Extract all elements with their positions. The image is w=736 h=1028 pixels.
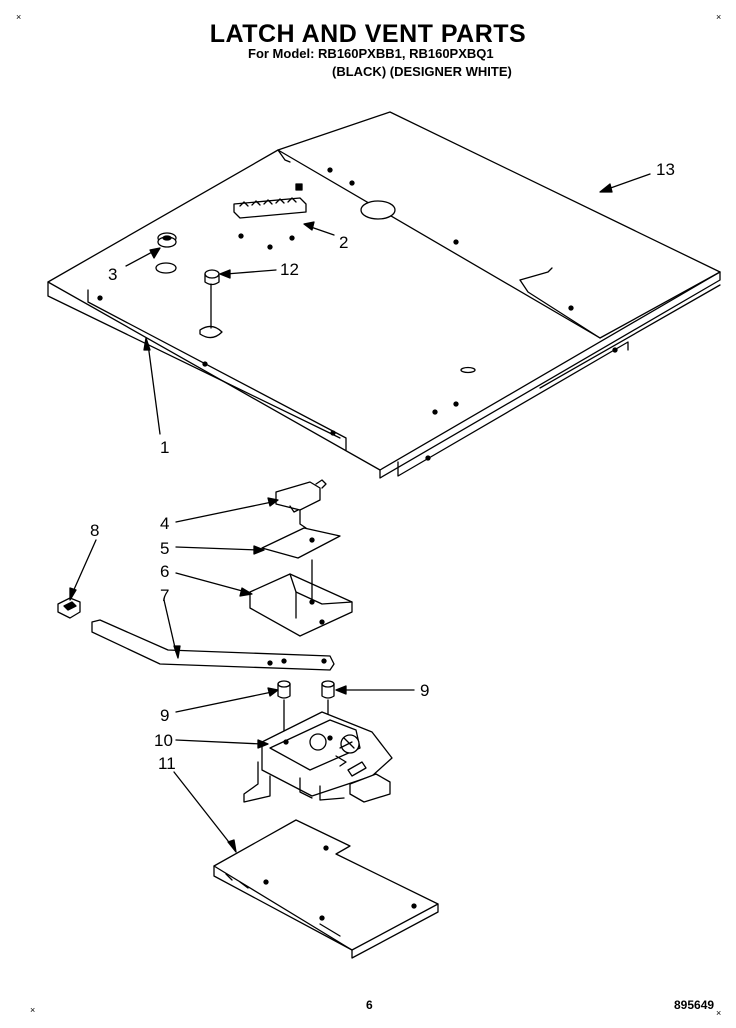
- callout-5: 5: [160, 539, 170, 558]
- callout-2: 2: [339, 233, 349, 252]
- callout-9-left: 9: [160, 706, 170, 725]
- corner-mark-top-right: ×: [716, 12, 722, 22]
- leader-lines: [69, 173, 651, 853]
- latch-arm-part-7: [91, 619, 335, 671]
- model-line: For Model: RB160PXBB1, RB160PXBQ1: [248, 46, 494, 61]
- callout-8: 8: [90, 521, 100, 540]
- color-line: (BLACK) (DESIGNER WHITE): [332, 64, 512, 79]
- latch-mechanism-part-10: [243, 711, 393, 803]
- callout-9-right: 9: [420, 681, 430, 700]
- callout-12: 12: [280, 260, 299, 279]
- corner-mark-bottom-right: ×: [716, 1008, 722, 1018]
- callout-4: 4: [160, 514, 170, 533]
- callout-1: 1: [160, 438, 170, 457]
- callout-11: 11: [158, 754, 176, 773]
- spacer-part-9-left: [277, 680, 291, 745]
- callout-6: 6: [160, 562, 170, 581]
- plug-part-12: [204, 269, 220, 286]
- latch-switch-part-4: [275, 479, 327, 529]
- page-number: 6: [366, 998, 373, 1012]
- callout-3: 3: [108, 265, 118, 284]
- grommet-part-3: [155, 232, 177, 274]
- handle-knob-part-8: [57, 597, 81, 619]
- top-panel-part-1-13: [47, 111, 721, 479]
- callout-13: 13: [656, 160, 675, 179]
- corner-mark-bottom-left: ×: [30, 1005, 36, 1015]
- corner-mark-top-left: ×: [16, 12, 22, 22]
- bracket-part-6: [249, 559, 353, 637]
- document-number: 895649: [674, 998, 715, 1012]
- callout-10: 10: [154, 731, 173, 750]
- callout-7: 7: [160, 586, 170, 605]
- latch-strip-part-2: [233, 183, 307, 219]
- page-title: LATCH AND VENT PARTS: [209, 20, 527, 48]
- base-plate-part-11: [213, 819, 439, 959]
- insulator-part-5: [261, 527, 341, 559]
